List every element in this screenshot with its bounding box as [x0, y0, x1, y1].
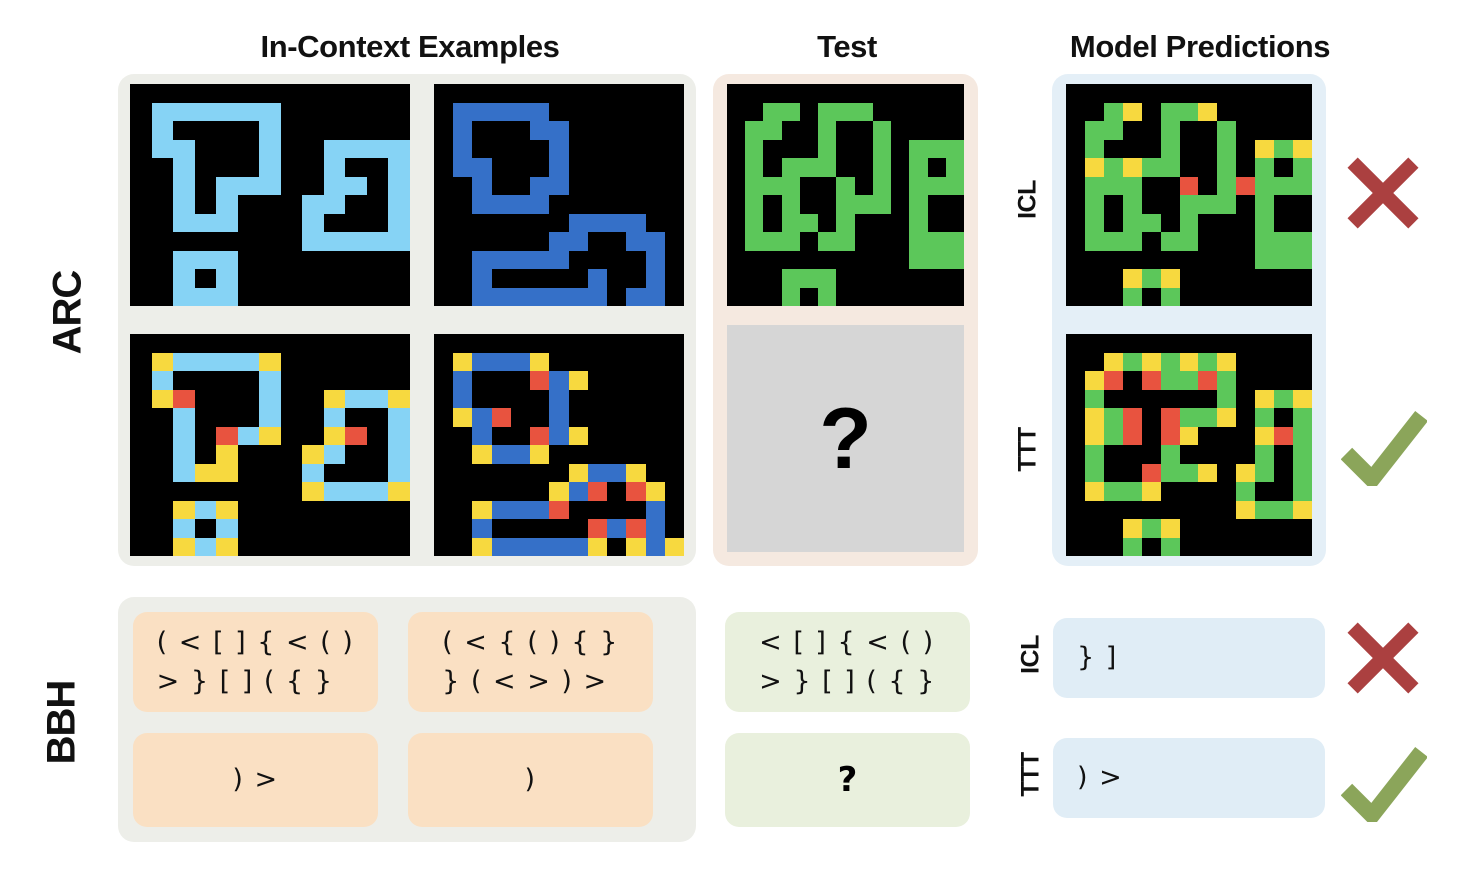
arc-method-label-ttt: TTT	[1013, 427, 1042, 472]
column-header-test: Test	[817, 29, 877, 64]
bbh-example2-input-card: ( < { ( ) { } } ( < > ) >	[408, 612, 653, 712]
bbh-example1-input-text: ( < [ ] { < ( ) > } [ ] ( { }	[156, 626, 355, 697]
arc-example2-output-grid	[434, 334, 684, 556]
arc-test-output-unknown: ?	[727, 325, 964, 552]
bbh-test-question-mark: ?	[837, 760, 858, 800]
bbh-test-input-text: < [ ] { < ( ) > } [ ] ( { }	[759, 626, 936, 697]
bbh-prediction-icl-text: } ]	[1077, 642, 1118, 674]
column-header-model-predictions: Model Predictions	[1069, 29, 1331, 64]
arc-test-input-grid	[727, 84, 964, 306]
column-header-in-context-examples: In-Context Examples	[260, 29, 560, 64]
bbh-method-label-ttt: TTT	[1016, 752, 1045, 797]
arc-prediction-icl-grid	[1066, 84, 1312, 306]
bbh-test-input-card: < [ ] { < ( ) > } [ ] ( { }	[725, 612, 970, 712]
bbh-prediction-ttt-card: ) >	[1053, 738, 1325, 818]
bbh-example2-input-text: ( < { ( ) { } } ( < > ) >	[442, 626, 619, 697]
arc-ttt-check-icon	[1341, 404, 1427, 486]
bbh-test-output-card: ?	[725, 733, 970, 827]
bbh-method-label-icl: ICL	[1016, 635, 1045, 674]
bbh-example2-output-text: )	[524, 764, 537, 796]
arc-icl-cross-icon	[1345, 155, 1421, 231]
bbh-example1-input-card: ( < [ ] { < ( ) > } [ ] ( { }	[133, 612, 378, 712]
bbh-ttt-check-icon	[1341, 740, 1427, 822]
bbh-icl-cross-icon	[1345, 620, 1421, 696]
arc-prediction-ttt-grid	[1066, 334, 1312, 556]
arc-method-label-icl: ICL	[1013, 180, 1042, 219]
question-mark-glyph: ?	[819, 390, 872, 487]
row-label-bbh: BBH	[39, 680, 84, 765]
arc-example1-output-grid	[130, 334, 410, 556]
bbh-prediction-ttt-text: ) >	[1077, 762, 1124, 794]
arc-example1-input-grid	[130, 84, 410, 306]
bbh-prediction-icl-card: } ]	[1053, 618, 1325, 698]
bbh-example1-output-card: ) >	[133, 733, 378, 827]
row-label-arc: ARC	[45, 270, 90, 355]
bbh-example2-output-card: )	[408, 733, 653, 827]
arc-example2-input-grid	[434, 84, 684, 306]
bbh-example1-output-text: ) >	[232, 764, 279, 796]
